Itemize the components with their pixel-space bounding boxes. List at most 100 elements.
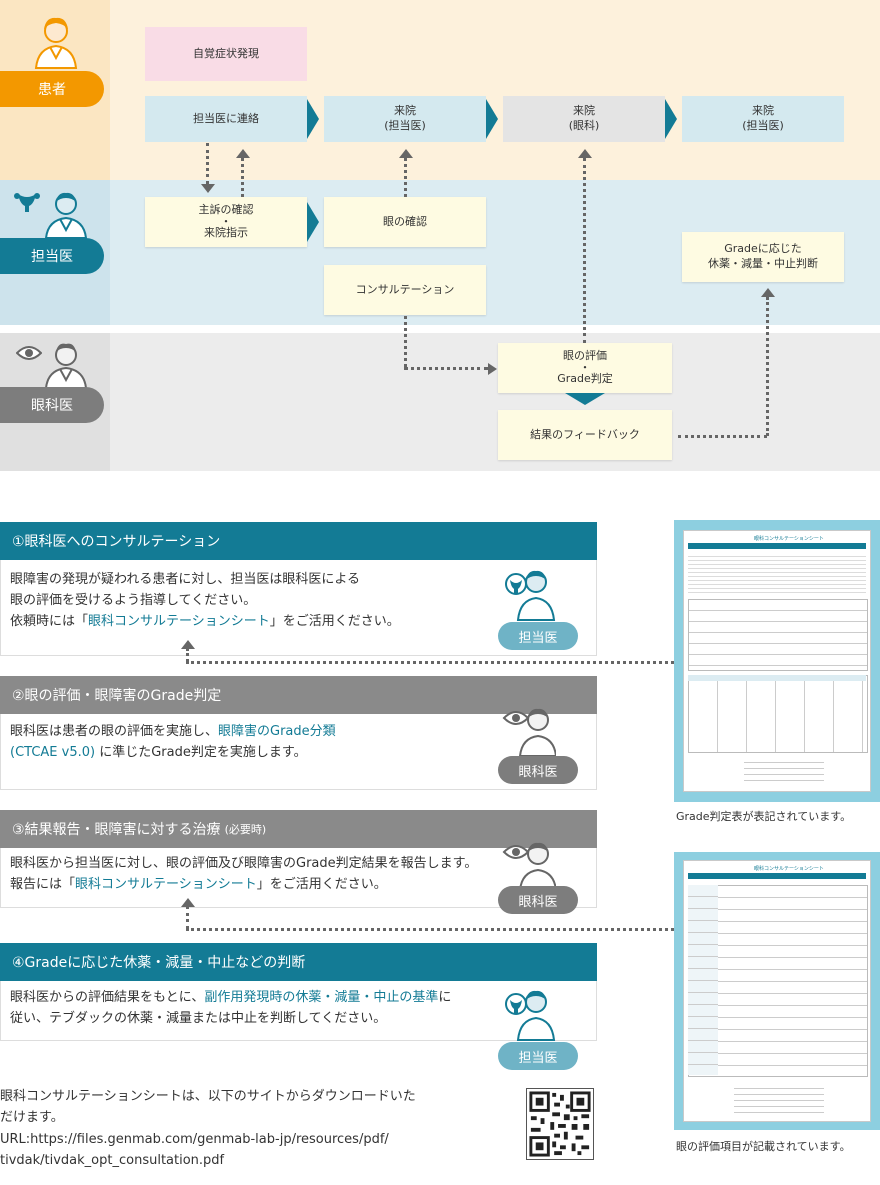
grade-decision-label-1: Gradeに応じた bbox=[724, 242, 802, 256]
connector-arrowhead bbox=[578, 149, 592, 158]
sheet-1-caption: Grade判定表が表記されています。 bbox=[676, 810, 852, 823]
flow-arrow bbox=[665, 99, 677, 139]
dotted-connector bbox=[186, 661, 674, 664]
footer-url-line-2[interactable]: tivdak/tivdak_opt_consultation.pdf bbox=[0, 1153, 225, 1169]
eye-check-label: 眼の確認 bbox=[383, 214, 427, 228]
section-3-line-1: 眼科医から担当医に対し、眼の評価及び眼障害のGrade判定結果を報告します。 bbox=[10, 856, 478, 871]
section-2-title: ②眼の評価・眼障害のGrade判定 bbox=[12, 688, 222, 704]
text: に準じたGrade判定を実施します。 bbox=[99, 744, 307, 760]
feedback-label: 結果のフィードバック bbox=[530, 427, 640, 441]
section-4-title: ④Gradeに応じた休薬・減量・中止などの判断 bbox=[12, 955, 306, 971]
footer-url-line-1[interactable]: URL:https://files.genmab.com/genmab-lab-… bbox=[0, 1131, 389, 1147]
text: 眼科医からの評価結果をもとに、 bbox=[10, 990, 205, 1005]
grade-classification-link[interactable]: 眼障害のGrade分類 bbox=[218, 724, 336, 739]
section-1-line-1: 眼障害の発現が疑われる患者に対し、担当医は眼科医による bbox=[10, 572, 360, 587]
eye-evaluation-dot: ・ bbox=[579, 360, 591, 374]
eye-evaluation-box: 眼の評価 ・ Grade判定 bbox=[498, 343, 672, 393]
visit-doctor-box-2: 来院 (担当医) bbox=[682, 96, 844, 142]
consultation-label: コンサルテーション bbox=[355, 282, 455, 296]
qr-code-icon bbox=[526, 1088, 594, 1160]
visit-oph-sub: (眼科) bbox=[568, 119, 600, 132]
ophthalmologist-person-icon bbox=[502, 708, 556, 757]
dotted-connector bbox=[186, 928, 674, 931]
ctcae-link[interactable]: (CTCAE v5.0) bbox=[10, 744, 96, 760]
connector-arrowhead bbox=[181, 640, 195, 649]
doctor-person-icon bbox=[44, 192, 88, 239]
dotted-connector bbox=[583, 158, 586, 343]
sheet-2-evaluation-table bbox=[688, 885, 868, 1077]
flow-arrow-down bbox=[565, 393, 605, 405]
ophthalmologist-lane bbox=[0, 333, 880, 471]
sheet-1-banner bbox=[688, 543, 866, 549]
text: 依頼時には「 bbox=[10, 613, 89, 629]
consultation-sheet-1[interactable]: 眼科コンサルテーションシート bbox=[683, 530, 871, 792]
section-3-header: ③結果報告・眼障害に対する治療(必要時) bbox=[0, 810, 597, 848]
doctor-person-icon bbox=[505, 570, 556, 621]
dotted-connector bbox=[404, 158, 407, 197]
symptom-label: 自覚症状発現 bbox=[193, 46, 259, 60]
sheet-2-evaluation-labels bbox=[688, 885, 718, 1075]
doctor-person-icon bbox=[505, 990, 556, 1041]
dotted-connector bbox=[186, 906, 189, 929]
connector-arrowhead bbox=[181, 898, 195, 907]
visit-oph-label: 来院 bbox=[573, 104, 595, 118]
complaint-dot: ・ bbox=[220, 214, 232, 228]
dotted-connector bbox=[186, 648, 189, 662]
sheet-2-title: 眼科コンサルテーションシート bbox=[754, 866, 824, 872]
connector-arrowhead bbox=[761, 288, 775, 297]
consultation-sheet-link[interactable]: 眼科コンサルテーションシート bbox=[75, 876, 257, 892]
ophthalmologist-lane-label: 眼科医 bbox=[0, 387, 104, 423]
section-2-line-1: 眼科医は患者の眼の評価を実施し、眼障害のGrade分類 bbox=[10, 722, 490, 743]
symptom-box: 自覚症状発現 bbox=[145, 27, 307, 81]
text: 」をご活用ください。 bbox=[256, 876, 387, 892]
section-4-line-2: 従い、テブダックの休薬・減量または中止を判断してください。 bbox=[10, 1010, 387, 1026]
visit-oph-box: 来院 (眼科) bbox=[503, 96, 665, 142]
visit-doctor-label-1: 来院 bbox=[394, 104, 416, 118]
dotted-connector bbox=[404, 367, 488, 370]
eye-check-box: 眼の確認 bbox=[324, 197, 486, 247]
text: 眼科医は患者の眼の評価を実施し、 bbox=[10, 724, 219, 739]
sheet-1-form-table bbox=[688, 599, 868, 671]
dotted-connector bbox=[766, 297, 769, 436]
footer-text: 眼科コンサルテーションシートは、以下のサイトからダウンロードいた だけます。 U… bbox=[0, 1086, 520, 1172]
patient-lane bbox=[0, 0, 880, 180]
section-3-role-pill: 眼科医 bbox=[498, 886, 578, 914]
visit-doctor-box-1: 来院 (担当医) bbox=[324, 96, 486, 142]
section-1-text: 眼障害の発現が疑われる患者に対し、担当医は眼科医による 眼の評価を受けるよう指導… bbox=[10, 570, 490, 632]
ophthalmologist-person-icon bbox=[44, 343, 88, 389]
section-2-text: 眼科医は患者の眼の評価を実施し、眼障害のGrade分類 (CTCAE v5.0)… bbox=[10, 722, 490, 764]
section-4-body bbox=[0, 981, 597, 1041]
sheet-2-caption: 眼の評価項目が記載されています。 bbox=[676, 1140, 851, 1153]
grade-decision-label-2: 休薬・減量・中止判断 bbox=[708, 257, 818, 270]
footer-line-1: 眼科コンサルテーションシートは、以下のサイトからダウンロードいた bbox=[0, 1089, 416, 1104]
consultation-sheet-link[interactable]: 眼科コンサルテーションシート bbox=[88, 613, 270, 629]
text: 」をご活用ください。 bbox=[269, 613, 400, 629]
complaint-label-2: 来院指示 bbox=[204, 226, 248, 240]
dose-criteria-link[interactable]: 副作用発現時の休薬・減量・中止の基準 bbox=[204, 990, 439, 1005]
eye-icon bbox=[16, 346, 42, 360]
connector-arrowhead bbox=[488, 363, 497, 375]
patient-person-icon bbox=[34, 17, 78, 69]
section-1-title: ①眼科医へのコンサルテーション bbox=[12, 534, 221, 550]
section-1-role-pill: 担当医 bbox=[498, 622, 578, 650]
sheet-1-signature-lines bbox=[744, 757, 824, 781]
uterus-icon bbox=[14, 193, 40, 212]
visit-doctor-sub-2: (担当医) bbox=[742, 119, 784, 132]
dotted-connector bbox=[678, 435, 767, 438]
section-1-line-2: 眼の評価を受けるよう指導してください。 bbox=[10, 592, 257, 608]
contact-doctor-box: 担当医に連絡 bbox=[145, 96, 307, 142]
section-3-text: 眼科医から担当医に対し、眼の評価及び眼障害のGrade判定結果を報告します。 報… bbox=[10, 854, 500, 896]
flow-arrow bbox=[486, 99, 498, 139]
consultation-sheet-2[interactable]: 眼科コンサルテーションシート bbox=[683, 860, 871, 1122]
footer-line-2: だけます。 bbox=[0, 1110, 64, 1126]
section-2-role-pill: 眼科医 bbox=[498, 756, 578, 784]
dotted-connector bbox=[241, 158, 244, 197]
section-4-role-pill: 担当医 bbox=[498, 1042, 578, 1070]
section-4-header: ④Gradeに応じた休薬・減量・中止などの判断 bbox=[0, 943, 597, 981]
eye-evaluation-label-1: 眼の評価 bbox=[563, 348, 607, 362]
connector-arrowhead bbox=[236, 149, 250, 158]
section-1-header: ①眼科医へのコンサルテーション bbox=[0, 522, 597, 560]
contact-doctor-label: 担当医に連絡 bbox=[193, 111, 259, 125]
text: に bbox=[438, 990, 452, 1005]
feedback-box: 結果のフィードバック bbox=[498, 410, 672, 460]
